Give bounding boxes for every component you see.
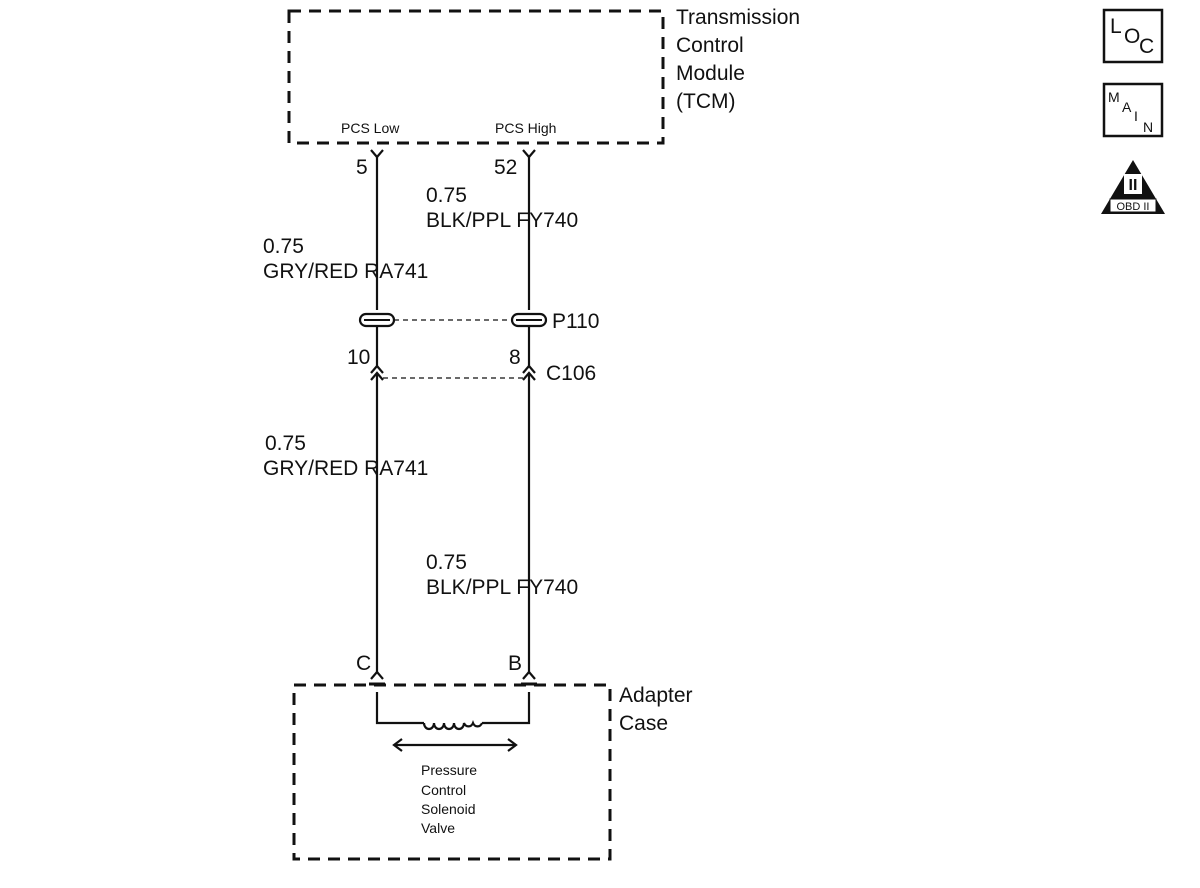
svg-text:0.75: 0.75 xyxy=(265,432,306,455)
svg-text:C: C xyxy=(1139,35,1154,58)
svg-text:Adapter: Adapter xyxy=(619,684,693,707)
svg-text:Case: Case xyxy=(619,712,668,735)
tcm-box xyxy=(287,9,665,145)
adapter-pin-c-label: C xyxy=(356,652,371,675)
svg-text:Transmission: Transmission xyxy=(676,6,800,29)
c106-label: C106 xyxy=(546,362,596,385)
solenoid-lead-b xyxy=(482,692,531,725)
svg-text:Control: Control xyxy=(421,782,466,798)
wire-low-lower-label: 0.75 GRY/RED RA741 xyxy=(263,432,428,480)
adapter-terminal-b xyxy=(522,670,536,680)
wire-low-upper-label: 0.75 GRY/RED RA741 xyxy=(263,235,428,283)
svg-text:Module: Module xyxy=(676,62,745,85)
svg-text:GRY/RED RA741: GRY/RED RA741 xyxy=(263,457,428,480)
main-icon[interactable]: M A I N xyxy=(1102,82,1164,138)
tcm-terminal-high xyxy=(522,149,536,159)
svg-text:BLK/PPL FY740: BLK/PPL FY740 xyxy=(426,209,578,232)
svg-text:Control: Control xyxy=(676,34,744,57)
svg-text:0.75: 0.75 xyxy=(426,551,467,574)
svg-text:OBD II: OBD II xyxy=(1116,201,1149,213)
svg-text:I: I xyxy=(1134,108,1138,124)
c106-pin-low-number: 10 xyxy=(347,346,370,369)
tcm-terminal-low xyxy=(370,149,384,159)
c106-connector xyxy=(370,364,536,381)
svg-text:Pressure: Pressure xyxy=(421,762,477,778)
svg-text:Solenoid: Solenoid xyxy=(421,801,476,817)
svg-text:II: II xyxy=(1129,177,1138,194)
wire-high-lower-label: 0.75 BLK/PPL FY740 xyxy=(426,551,578,599)
pcs-high-label: PCS High xyxy=(495,120,556,136)
svg-text:GRY/RED RA741: GRY/RED RA741 xyxy=(263,260,428,283)
solenoid-label: Pressure Control Solenoid Valve xyxy=(421,762,477,836)
svg-text:(TCM): (TCM) xyxy=(676,90,735,113)
tcm-pin-high-number: 52 xyxy=(494,156,517,179)
solenoid-lead-c xyxy=(375,692,424,725)
adapter-terminal-c xyxy=(370,670,384,680)
tcm-pin-low-number: 5 xyxy=(356,156,368,179)
adapter-case-title: Adapter Case xyxy=(619,684,693,735)
svg-text:Valve: Valve xyxy=(421,820,455,836)
svg-text:A: A xyxy=(1122,99,1132,115)
tcm-title: Transmission Control Module (TCM) xyxy=(676,6,800,113)
solenoid-coil xyxy=(422,720,484,731)
obd-ii-icon[interactable]: II OBD II xyxy=(1101,160,1165,214)
c106-pin-high-number: 8 xyxy=(509,346,521,369)
solenoid-range-arrow xyxy=(392,738,518,752)
p110-connector xyxy=(358,312,548,328)
wire-high-upper-label: 0.75 BLK/PPL FY740 xyxy=(426,184,578,232)
svg-text:O: O xyxy=(1124,25,1140,48)
svg-text:M: M xyxy=(1108,89,1120,105)
svg-text:0.75: 0.75 xyxy=(426,184,467,207)
svg-text:N: N xyxy=(1143,119,1153,135)
adapter-pin-b-label: B xyxy=(508,652,522,675)
p110-label: P110 xyxy=(552,310,600,333)
adapter-case-box xyxy=(292,683,612,861)
svg-text:0.75: 0.75 xyxy=(263,235,304,258)
pcs-low-label: PCS Low xyxy=(341,120,400,136)
loc-icon[interactable]: L O C xyxy=(1102,8,1164,64)
svg-text:BLK/PPL FY740: BLK/PPL FY740 xyxy=(426,576,578,599)
svg-text:L: L xyxy=(1110,15,1122,38)
